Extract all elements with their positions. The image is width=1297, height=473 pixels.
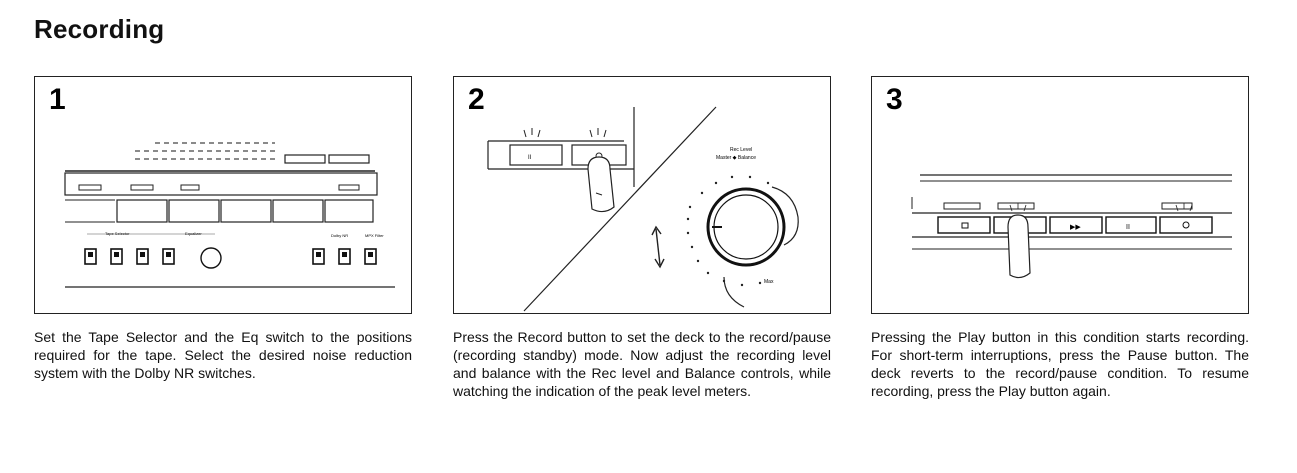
step-2: II Rec Le — [453, 76, 835, 400]
play-button-drawing: ▶▶ II — [911, 174, 1232, 279]
mpx-filter-label: MPX Filter — [365, 233, 384, 238]
step-1-illustration: Tape Selector Equalizer Dolby NR MPX Fil… — [34, 76, 412, 314]
step-3-illustration: ▶▶ II 3 — [871, 76, 1249, 314]
svg-text:II: II — [528, 155, 532, 161]
step-1: Tape Selector Equalizer Dolby NR MPX Fil… — [34, 76, 416, 382]
svg-text:II: II — [1126, 224, 1130, 231]
step-2-caption: Press the Record button to set the deck … — [453, 329, 831, 399]
step-number: 3 — [886, 83, 903, 116]
step-number: 2 — [468, 83, 485, 116]
step-3-caption: Pressing the Play button in this conditi… — [871, 329, 1249, 399]
record-button-and-level-knob-drawing: II Rec Le — [487, 106, 799, 312]
step-1-caption: Set the Tape Selector and the Eq switch … — [34, 329, 412, 381]
step-2-illustration: II Rec Le — [453, 76, 831, 314]
rec-level-label: Rec Level — [730, 147, 752, 153]
equalizer-label: Equalizer — [185, 231, 202, 236]
master-balance-label: Master ◆ Balance — [716, 155, 756, 161]
dolby-nr-label: Dolby NR — [331, 233, 348, 238]
page-title: Recording — [34, 14, 165, 44]
step-number: 1 — [49, 83, 66, 116]
max-label: Max — [764, 279, 774, 285]
svg-text:▶▶: ▶▶ — [1070, 224, 1081, 231]
tape-selector-label: Tape Selector — [105, 231, 130, 236]
deck-front-panel-drawing: Tape Selector Equalizer Dolby NR MPX Fil… — [64, 142, 395, 288]
step-3: ▶▶ II 3 Pressing the Play button in this… — [871, 76, 1253, 400]
